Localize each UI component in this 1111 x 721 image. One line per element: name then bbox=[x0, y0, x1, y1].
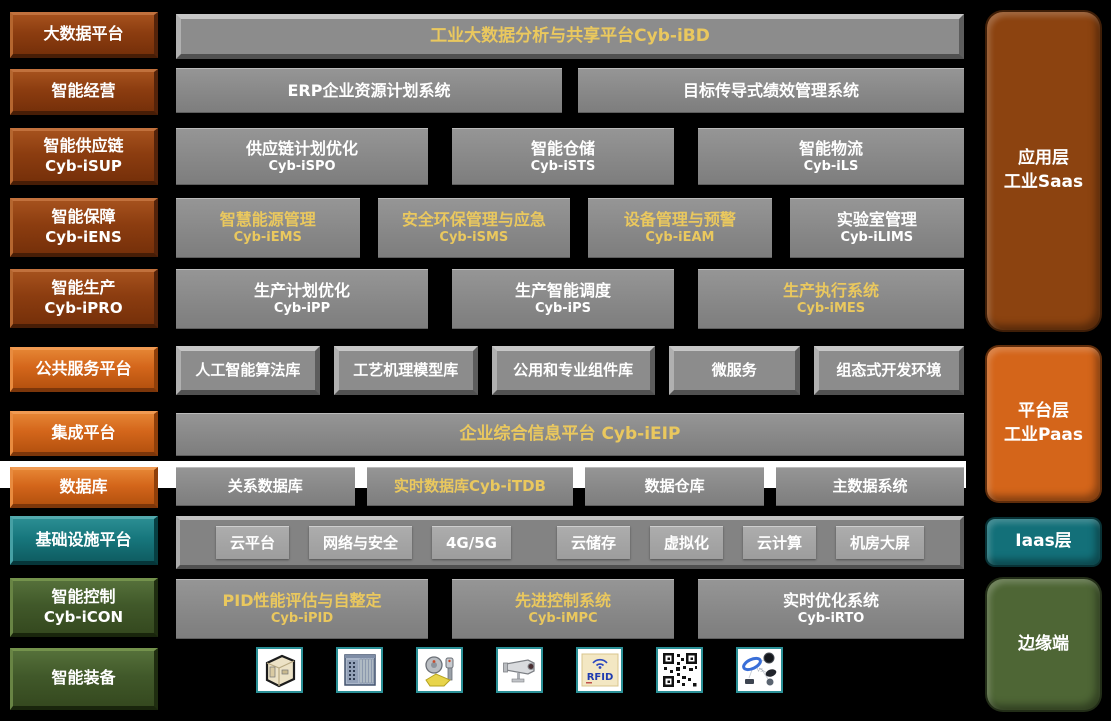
right-label-saas-layer: 应用层 工业Saas bbox=[985, 10, 1102, 332]
field-instruments-icon bbox=[416, 647, 463, 693]
svg-text:RFID: RFID bbox=[586, 672, 613, 683]
left-label-infrastructure: 基础设施平台 bbox=[10, 516, 158, 565]
box-process-model-library: 工艺机理模型库 bbox=[333, 346, 478, 395]
row-support: 智慧能源管理 Cyb-iEMS 安全环保管理与应急 Cyb-iSMS 设备管理与… bbox=[176, 198, 964, 258]
chip-4g-5g: 4G/5G bbox=[431, 526, 511, 559]
left-label-bigdata-platform: 大数据平台 bbox=[10, 12, 158, 58]
box-cyb-ibd: 工业大数据分析与共享平台Cyb-iBD bbox=[176, 14, 964, 59]
chip-network-security: 网络与安全 bbox=[308, 526, 412, 559]
chip-cloud-computing: 云计算 bbox=[743, 526, 817, 559]
box-relational-database: 关系数据库 bbox=[176, 467, 355, 506]
left-label-public-services: 公共服务平台 bbox=[10, 347, 158, 392]
box-cyb-impc: 先进控制系统 Cyb-iMPC bbox=[452, 579, 674, 639]
box-cyb-imes: 生产执行系统 Cyb-iMES bbox=[698, 269, 964, 329]
row-control: PID性能评估与自整定 Cyb-iPID 先进控制系统 Cyb-iMPC 实时优… bbox=[176, 579, 964, 639]
right-label-iaas-layer: Iaas层 bbox=[985, 517, 1102, 567]
box-microservices: 微服务 bbox=[668, 346, 800, 395]
box-cyb-ipid: PID性能评估与自整定 Cyb-iPID bbox=[176, 579, 428, 639]
left-label-smart-control: 智能控制 Cyb-iCON bbox=[10, 578, 158, 637]
box-cyb-itdb: 实时数据库Cyb-iTDB bbox=[366, 467, 574, 506]
wearable-devices-icon: VS bbox=[736, 647, 783, 693]
infrastructure-container: 云平台 网络与安全 4G/5G 云储存 虚拟化 云计算 机房大屏 bbox=[176, 516, 964, 569]
box-erp: ERP企业资源计划系统 bbox=[176, 68, 562, 113]
box-cyb-ists: 智能仓储 Cyb-iSTS bbox=[452, 128, 674, 185]
box-cyb-ips: 生产智能调度 Cyb-iPS bbox=[452, 269, 674, 329]
svg-text:VS: VS bbox=[757, 668, 763, 674]
chip-cloud-platform: 云平台 bbox=[215, 526, 289, 559]
plc-rack-icon bbox=[336, 647, 383, 693]
row-business: ERP企业资源计划系统 目标传导式绩效管理系统 bbox=[176, 68, 964, 113]
box-cyb-irto: 实时优化系统 Cyb-iRTO bbox=[698, 579, 964, 639]
row-bigdata: 工业大数据分析与共享平台Cyb-iBD bbox=[176, 14, 964, 59]
right-label-edge-layer: 边缘端 bbox=[985, 577, 1102, 712]
row-infrastructure: 云平台 网络与安全 4G/5G 云储存 虚拟化 云计算 机房大屏 bbox=[176, 516, 964, 569]
chip-cloud-storage: 云储存 bbox=[556, 526, 630, 559]
box-ai-algorithm-library: 人工智能算法库 bbox=[176, 346, 320, 395]
box-data-warehouse: 数据仓库 bbox=[585, 467, 764, 506]
row-supply-chain: 供应链计划优化 Cyb-iSPO 智能仓储 Cyb-iSTS 智能物流 Cyb-… bbox=[176, 128, 964, 185]
box-cyb-ils: 智能物流 Cyb-iLS bbox=[698, 128, 964, 185]
left-label-smart-business: 智能经营 bbox=[10, 69, 158, 115]
box-master-data-system: 主数据系统 bbox=[775, 467, 964, 506]
right-label-paas-layer: 平台层 工业Paas bbox=[985, 345, 1102, 503]
row-integration: 企业综合信息平台 Cyb-iEIP bbox=[176, 413, 964, 456]
box-cyb-isms: 安全环保管理与应急 Cyb-iSMS bbox=[377, 198, 571, 258]
box-cyb-ieam: 设备管理与预警 Cyb-iEAM bbox=[588, 198, 772, 258]
box-cyb-ilims: 实验室管理 Cyb-iLIMS bbox=[789, 198, 964, 258]
box-configurable-dev-environment: 组态式开发环境 bbox=[813, 346, 964, 395]
left-label-smart-equipment: 智能装备 bbox=[10, 648, 158, 710]
left-label-smart-support: 智能保障 Cyb-iENS bbox=[10, 198, 158, 257]
row-services: 人工智能算法库 工艺机理模型库 公用和专业组件库 微服务 组态式开发环境 bbox=[176, 346, 964, 395]
control-cabinet-icon bbox=[256, 647, 303, 693]
rfid-tag-icon: RFID bbox=[576, 647, 623, 693]
box-component-library: 公用和专业组件库 bbox=[491, 346, 655, 395]
chip-machine-room-screen: 机房大屏 bbox=[836, 526, 925, 559]
box-cyb-ieip: 企业综合信息平台 Cyb-iEIP bbox=[176, 413, 964, 456]
chip-virtualization: 虚拟化 bbox=[649, 526, 723, 559]
qr-code-icon bbox=[656, 647, 703, 693]
left-label-smart-supply-chain: 智能供应链 Cyb-iSUP bbox=[10, 128, 158, 185]
box-cyb-ispo: 供应链计划优化 Cyb-iSPO bbox=[176, 128, 428, 185]
row-equipment: RFID bbox=[176, 647, 964, 693]
row-database: 关系数据库 实时数据库Cyb-iTDB 数据仓库 主数据系统 bbox=[176, 467, 964, 506]
left-label-smart-production: 智能生产 Cyb-iPRO bbox=[10, 269, 158, 328]
box-cyb-iems: 智慧能源管理 Cyb-iEMS bbox=[176, 198, 360, 258]
box-cyb-ipp: 生产计划优化 Cyb-iPP bbox=[176, 269, 428, 329]
row-production: 生产计划优化 Cyb-iPP 生产智能调度 Cyb-iPS 生产执行系统 Cyb… bbox=[176, 269, 964, 329]
box-performance-management: 目标传导式绩效管理系统 bbox=[578, 68, 964, 113]
left-label-integration-platform: 集成平台 bbox=[10, 411, 158, 456]
cctv-camera-icon bbox=[496, 647, 543, 693]
left-label-database: 数据库 bbox=[10, 467, 158, 508]
